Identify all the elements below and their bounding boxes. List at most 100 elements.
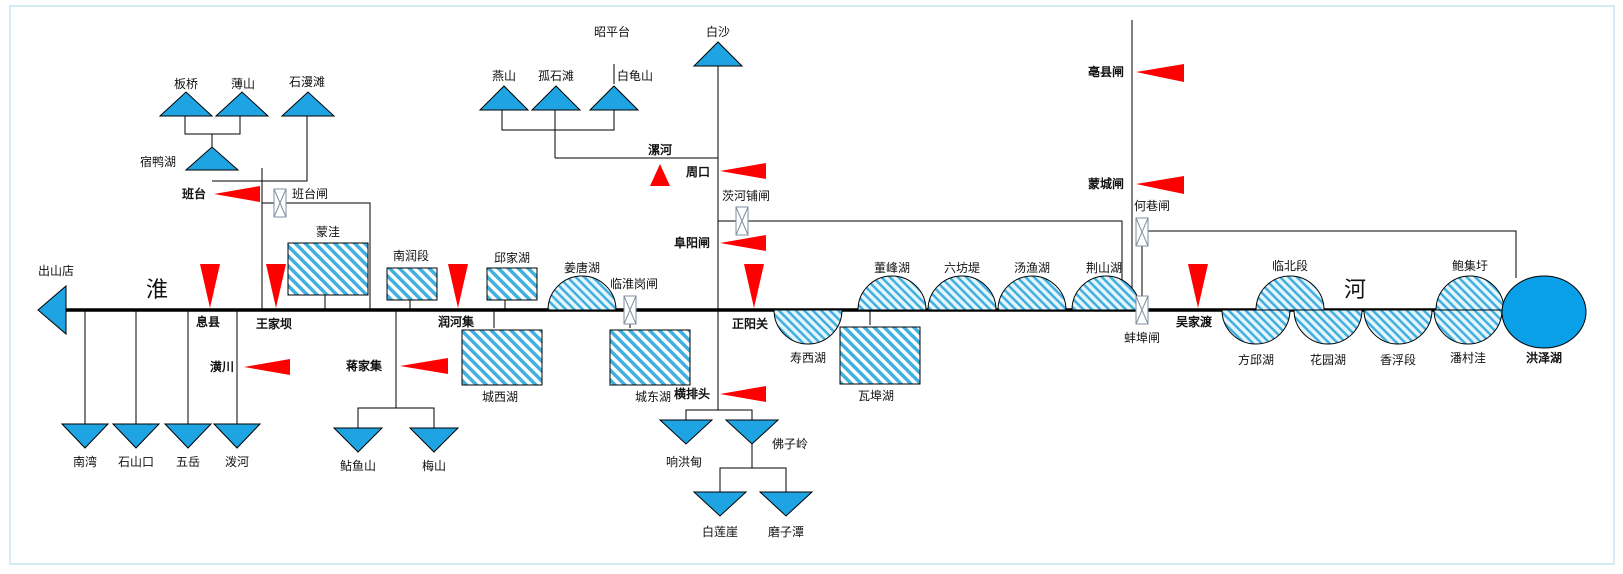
- detention-chengxihu: 城西湖: [482, 389, 518, 404]
- station-icon: [214, 186, 260, 202]
- reservoir-nanwan: 南湾: [73, 454, 97, 469]
- reservoir-icon: [530, 85, 582, 111]
- lake-dome: [857, 275, 927, 311]
- lake-baojiwei: 鲍集圩: [1452, 258, 1488, 273]
- reservoir-icon: [758, 491, 814, 517]
- detention-washihu: 瓦埠湖: [858, 388, 894, 403]
- river-word-he: 河: [1344, 278, 1366, 303]
- station-zhoukou: 周口: [686, 165, 710, 179]
- station-wangjiaba: 王家坝: [256, 316, 292, 331]
- outlet-label: 出山店: [38, 264, 74, 278]
- detention-qiujiahu: 邱家湖: [494, 250, 530, 265]
- lake-dome: [927, 275, 997, 311]
- lake-dome: [547, 275, 617, 311]
- station-xixian: 息县: [196, 314, 220, 329]
- reservoir-shimantan: 石漫滩: [289, 75, 325, 89]
- detention-rect: [287, 242, 369, 296]
- reservoir-icon: [214, 91, 270, 117]
- hongze-lake-ellipse: [1501, 275, 1587, 349]
- frame: [9, 5, 1615, 565]
- reservoir-icon: [408, 427, 460, 453]
- lake-dome: [1255, 275, 1325, 311]
- sluice-icon: [1135, 217, 1149, 247]
- lake-dome: [1363, 309, 1433, 345]
- stations: 班台 潢川 蒋家集 周口 阜阳闸 横排头 亳县闸 蒙城闸 息县 王家坝 润河集 …: [182, 64, 1213, 402]
- detention-rect: [609, 329, 691, 386]
- station-icon: [1188, 264, 1208, 308]
- reservoir-niuyushan: 鲇鱼山: [340, 459, 376, 473]
- lake-dome: [1071, 275, 1141, 311]
- reservoir-suyahu: 宿鸭湖: [140, 154, 176, 169]
- lake-dongfenghu: 董峰湖: [874, 260, 910, 275]
- reservoir-icon: [658, 419, 714, 445]
- reservoir-icon: [692, 41, 744, 67]
- reservoir-icon: [332, 427, 384, 453]
- reservoir-icon: [158, 91, 214, 117]
- reservoir-boshan: 薄山: [231, 76, 255, 91]
- station-hengpaitou: 横排头: [674, 386, 710, 401]
- station-icon: [720, 163, 766, 179]
- reservoir-xianghongdian: 响洪甸: [666, 454, 702, 469]
- station-bozhou-zha: 亳县闸: [1088, 64, 1124, 79]
- reservoir-baisha: 白沙: [706, 24, 730, 39]
- reservoir-banqiao: 板桥: [174, 77, 198, 91]
- lake-jiangtanghu: 姜唐湖: [564, 260, 600, 275]
- lake-dome: [773, 309, 843, 345]
- station-icon: [720, 386, 766, 402]
- lake-liufangdi: 六坊堤: [944, 260, 980, 275]
- reservoir-icon: [724, 419, 780, 445]
- reservoir-baiguishan: 白龟山: [617, 68, 653, 83]
- south-reservoirs: 南湾 石山口 五岳 泼河 鲇鱼山 梅山 响洪甸 佛子岭 白莲崖 磨子潭: [60, 419, 814, 539]
- station-icon: [266, 264, 286, 308]
- detention-chengdonghu: 城东湖: [635, 389, 671, 404]
- station-icon: [200, 264, 220, 308]
- lake-linbeiduan: 临北段: [1272, 258, 1308, 273]
- station-fuyang-zha: 阜阳闸: [674, 235, 710, 250]
- reservoir-icon: [478, 85, 530, 111]
- lake-pancunwa: 潘村洼: [1450, 351, 1486, 365]
- reservoir-yanshan: 燕山: [492, 69, 516, 83]
- river-word-huai: 淮: [146, 278, 168, 303]
- detention-areas: 蒙洼 南润段 邱家湖 城西湖 城东湖 瓦埠湖: [287, 225, 921, 404]
- sluice-linhuaigang: 临淮岗闸: [610, 277, 658, 291]
- reservoir-icon: [692, 491, 748, 517]
- reservoir-icon: [184, 146, 240, 171]
- detention-rect: [839, 326, 921, 385]
- station-huangchuan: 潢川: [210, 359, 234, 374]
- sluice-cihepu: 茨河铺闸: [722, 189, 770, 203]
- lake-dome: [1433, 309, 1503, 345]
- sluice-icon: [1135, 295, 1149, 325]
- detention-rect: [486, 267, 538, 301]
- reservoir-wuyue: 五岳: [176, 455, 200, 469]
- station-icon: [650, 164, 670, 186]
- lake-shouxihu: 寿西湖: [790, 350, 826, 365]
- sluices: 班台闸 临淮岗闸 茨河铺闸 何巷闸 蚌埠闸: [273, 186, 1170, 345]
- lake-dome: [1435, 275, 1505, 311]
- station-jiangjiaji: 蒋家集: [346, 358, 383, 373]
- station-icon: [1136, 176, 1184, 194]
- lake-dome: [1221, 309, 1291, 345]
- sluice-bengbu: 蚌埠闸: [1124, 331, 1160, 345]
- station-mengcheng-zha: 蒙城闸: [1088, 176, 1124, 191]
- lake-huayuanhu: 花园湖: [1310, 352, 1346, 367]
- detention-rect: [461, 329, 543, 386]
- lake-jingshanhu: 荆山湖: [1086, 260, 1122, 275]
- reservoir-zhaopingtai: 昭平台: [594, 24, 630, 39]
- station-icon: [744, 264, 764, 308]
- lake-dome: [997, 275, 1067, 311]
- reservoir-icon: [280, 91, 336, 117]
- reservoir-icon: [111, 423, 161, 449]
- reservoir-icon: [60, 423, 110, 449]
- reservoir-icon: [163, 423, 213, 449]
- sluice-bantai: 班台闸: [292, 186, 328, 201]
- reservoir-icon: [588, 85, 640, 111]
- detention-nanrunduan: 南润段: [393, 248, 429, 263]
- lake-fanglanghu: 方邱湖: [1238, 352, 1274, 367]
- lakes-south: 寿西湖 方邱湖 花园湖 香浮段 潘村洼: [773, 309, 1503, 367]
- station-icon: [400, 358, 448, 374]
- lake-xiangfuduan: 香浮段: [1380, 352, 1416, 367]
- lake-tangyuhu: 汤渔湖: [1014, 260, 1050, 275]
- station-luohe: 漯河: [648, 142, 672, 157]
